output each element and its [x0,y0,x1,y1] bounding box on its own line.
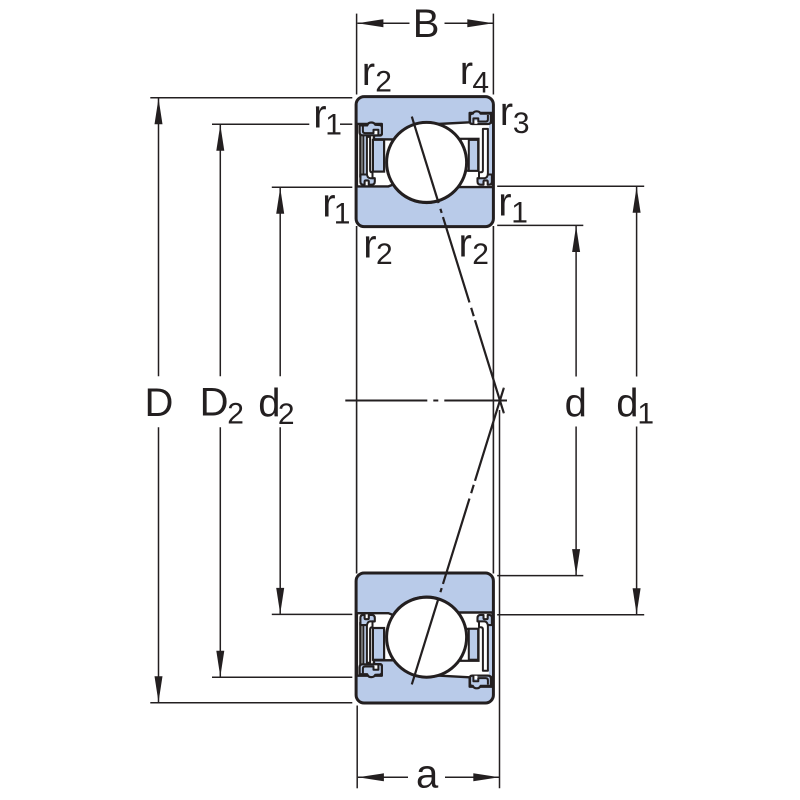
svg-text:2: 2 [227,397,244,430]
svg-text:1: 1 [511,196,528,229]
svg-text:r: r [460,49,473,93]
svg-text:d: d [616,381,638,425]
svg-text:4: 4 [472,66,489,99]
svg-text:r: r [362,50,375,94]
svg-text:d: d [258,381,280,425]
svg-text:D: D [145,381,174,425]
svg-text:2: 2 [472,238,489,271]
svg-text:r: r [459,222,472,266]
svg-text:r: r [500,90,513,134]
svg-text:2: 2 [278,398,295,431]
svg-text:d: d [565,381,587,425]
svg-text:1: 1 [637,397,654,430]
svg-text:r: r [322,182,335,226]
svg-text:2: 2 [376,238,393,271]
svg-text:r: r [313,92,326,136]
svg-text:1: 1 [334,198,351,231]
svg-text:2: 2 [375,65,392,98]
svg-text:D: D [200,381,229,425]
svg-text:a: a [416,753,439,797]
svg-text:B: B [413,2,440,46]
svg-text:1: 1 [325,109,342,142]
svg-text:3: 3 [513,107,530,140]
svg-text:r: r [363,223,376,267]
svg-text:r: r [498,181,511,225]
